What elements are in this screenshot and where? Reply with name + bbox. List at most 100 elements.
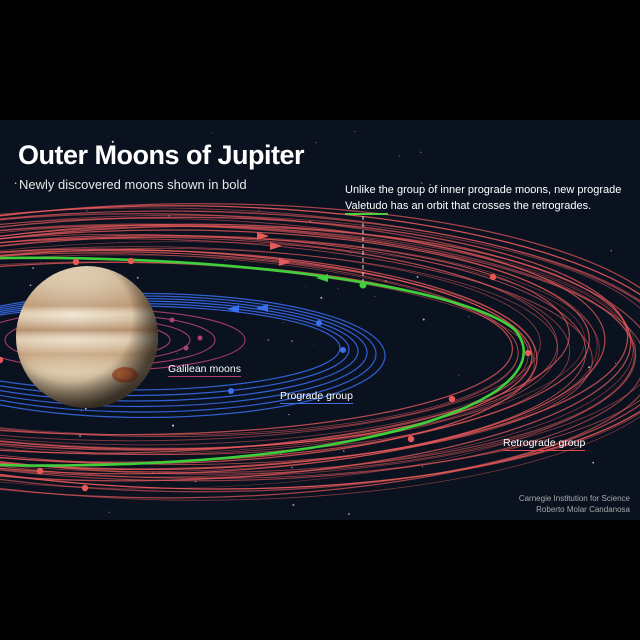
star [530,192,532,194]
prograde-arrow-icon [256,304,268,312]
retrograde-orbit-path [0,233,571,455]
direction-arrows [227,232,328,313]
star [280,150,283,153]
star [172,424,174,427]
star [422,465,424,467]
star [168,214,170,217]
star [513,284,515,286]
star [108,511,110,513]
star [292,503,295,507]
star [468,316,470,318]
prograde-moon [340,347,346,353]
retrograde-arrow-icon [279,258,291,266]
star [86,210,88,212]
prograde-moon [228,388,234,394]
star [283,322,285,323]
annotation-line-1: Unlike the group of inner prograde moons… [345,184,622,196]
star [588,366,590,369]
star [267,339,270,341]
star [29,284,32,287]
star [315,142,317,144]
star [429,183,431,186]
retrograde-orbit-path [0,203,640,499]
retrograde-moon [524,349,532,357]
star [32,267,34,269]
star [305,285,307,287]
star [170,500,172,502]
star [40,262,42,264]
retrograde-orbit-path [0,241,586,455]
retrograde-orbit-path [0,214,640,479]
star [107,136,109,138]
star [592,461,595,464]
credit-institution: Carnegie Institution for Science [518,494,630,503]
retrograde-orbit-path [0,223,637,474]
retrograde-orbit-path [0,254,535,446]
credit-author: Roberto Molar Candanosa [536,505,630,514]
retrograde-orbit-path [0,246,541,442]
retrograde-moon [127,257,135,265]
retrograde-orbit-path [0,225,632,482]
star [291,466,293,469]
retrograde-orbit-path [0,205,640,490]
prograde-arrow-icon [227,305,239,313]
star [111,140,114,143]
star [14,182,17,185]
star [290,340,294,343]
star [136,276,139,279]
star [211,132,212,134]
star [614,362,617,364]
retrograde-orbit-path [0,210,640,479]
star [342,450,345,452]
page-subtitle: Newly discovered moons shown in bold [19,177,247,192]
galilean-moon [197,335,203,341]
star [79,435,82,438]
star [176,353,178,355]
retrograde-arrow-icon [270,242,282,250]
star [354,130,356,133]
annotation-line-2-rest: has an orbit that crosses the retrograde… [387,200,592,212]
star [416,276,419,278]
retrograde-orbit-path [0,250,519,438]
retrograde-moon [72,258,80,266]
page-title: Outer Moons of Jupiter [18,140,305,170]
galilean-moon [183,345,189,351]
retrograde-orbit-path [0,213,640,493]
retrograde-moon [36,467,44,475]
retrograde-orbit-path [0,248,533,450]
prograde-orbit-path [0,292,386,419]
retrograde-orbit-path [0,217,635,475]
jupiter-planet [16,266,158,408]
star [422,318,425,321]
star [348,513,350,515]
star [566,496,569,499]
valetudo-moon [359,281,367,289]
retrograde-moon [407,435,415,443]
retrograde-moon [489,273,497,281]
prograde-group-label: Prograde group [280,390,353,404]
star [610,250,612,252]
valetudo-arrow-icon [316,274,328,282]
star [224,260,226,261]
star [613,325,615,327]
star [398,155,401,157]
retrograde-moon [81,484,89,492]
star [337,288,339,290]
star [258,209,260,212]
galilean-moons-label: Galilean moons [168,363,241,377]
retrograde-orbits [0,203,640,501]
star [85,407,87,410]
star [317,399,320,402]
star [458,374,460,376]
retrograde-orbit-path [0,235,600,472]
star [320,296,323,299]
retrograde-orbit-path [0,216,629,470]
moon-markers [0,257,532,492]
prograde-moon [316,320,322,326]
star [420,182,423,184]
retrograde-orbit-path [0,236,558,451]
star [313,343,315,345]
star [571,346,573,348]
valetudo-orbit [0,256,526,467]
